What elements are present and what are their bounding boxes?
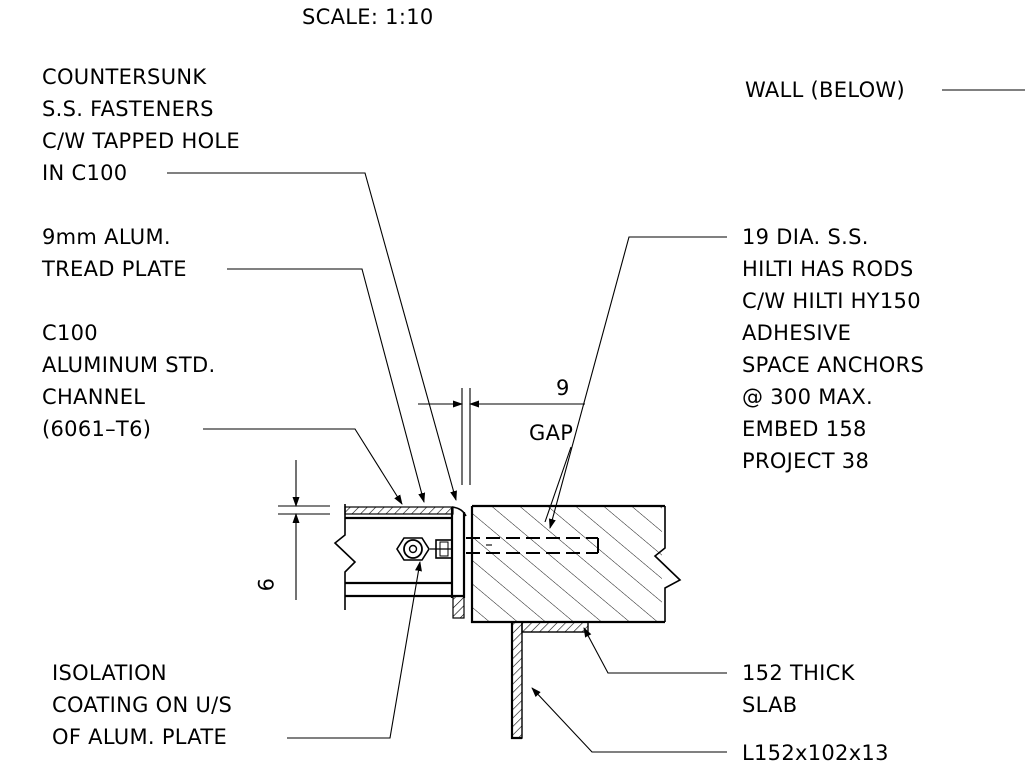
svg-text:S.S. FASTENERS: S.S. FASTENERS bbox=[42, 97, 214, 121]
anchor-rod bbox=[466, 537, 599, 554]
channel-note: C100 ALUMINUM STD. CHANNEL (6061–T6) bbox=[42, 321, 215, 441]
anchors-note: 19 DIA. S.S. HILTI HAS RODS C/W HILTI HY… bbox=[742, 225, 924, 473]
svg-text:(6061–T6): (6061–T6) bbox=[42, 417, 151, 441]
steel-angle bbox=[510, 621, 589, 740]
svg-text:OF ALUM. PLATE: OF ALUM. PLATE bbox=[52, 725, 227, 749]
svg-text:ISOLATION: ISOLATION bbox=[52, 661, 167, 685]
concrete-slab bbox=[470, 504, 682, 624]
svg-text:COATING ON U/S: COATING ON U/S bbox=[52, 693, 232, 717]
svg-text:TREAD PLATE: TREAD PLATE bbox=[41, 257, 187, 281]
svg-text:HILTI HAS RODS: HILTI HAS RODS bbox=[742, 257, 913, 281]
svg-text:9mm ALUM.: 9mm ALUM. bbox=[42, 225, 171, 249]
svg-text:C100: C100 bbox=[42, 321, 98, 345]
svg-text:@ 300 MAX.: @ 300 MAX. bbox=[742, 385, 873, 409]
svg-text:IN C100: IN C100 bbox=[42, 161, 127, 185]
svg-text:ADHESIVE: ADHESIVE bbox=[742, 321, 851, 345]
svg-text:SPACE ANCHORS: SPACE ANCHORS bbox=[742, 353, 924, 377]
scale-label: SCALE: 1:10 bbox=[302, 5, 434, 29]
svg-text:CHANNEL: CHANNEL bbox=[42, 385, 145, 409]
wall-note: WALL (BELOW) bbox=[745, 78, 905, 102]
svg-text:COUNTERSUNK: COUNTERSUNK bbox=[42, 65, 207, 89]
bolt-and-nut bbox=[396, 537, 453, 561]
svg-text:EMBED 158: EMBED 158 bbox=[742, 417, 867, 441]
tread-plate-note: 9mm ALUM. TREAD PLATE bbox=[41, 225, 187, 281]
angle-note: L152x102x13 bbox=[742, 741, 889, 765]
isolation-note: ISOLATION COATING ON U/S OF ALUM. PLATE bbox=[52, 661, 232, 749]
svg-text:19 DIA. S.S.: 19 DIA. S.S. bbox=[742, 225, 869, 249]
gap-dimension bbox=[418, 388, 585, 485]
leader-lines bbox=[167, 89, 1025, 753]
svg-text:C/W TAPPED HOLE: C/W TAPPED HOLE bbox=[42, 129, 240, 153]
fasteners-note: COUNTERSUNK S.S. FASTENERS C/W TAPPED HO… bbox=[42, 65, 240, 185]
svg-text:C/W HILTI HY150: C/W HILTI HY150 bbox=[742, 289, 921, 313]
svg-text:ALUMINUM STD.: ALUMINUM STD. bbox=[42, 353, 215, 377]
svg-text:SLAB: SLAB bbox=[742, 693, 797, 717]
gap-dimension-value: 9 bbox=[556, 376, 570, 400]
svg-text:152 THICK: 152 THICK bbox=[742, 661, 856, 685]
aluminum-channel bbox=[333, 504, 467, 619]
plate-thickness-dim bbox=[278, 460, 330, 600]
slab-note: 152 THICK SLAB bbox=[742, 661, 856, 717]
svg-text:PROJECT 38: PROJECT 38 bbox=[742, 449, 869, 473]
gap-dimension-label: GAP bbox=[529, 421, 573, 445]
plate-thickness-dimension: 9 bbox=[253, 578, 277, 592]
